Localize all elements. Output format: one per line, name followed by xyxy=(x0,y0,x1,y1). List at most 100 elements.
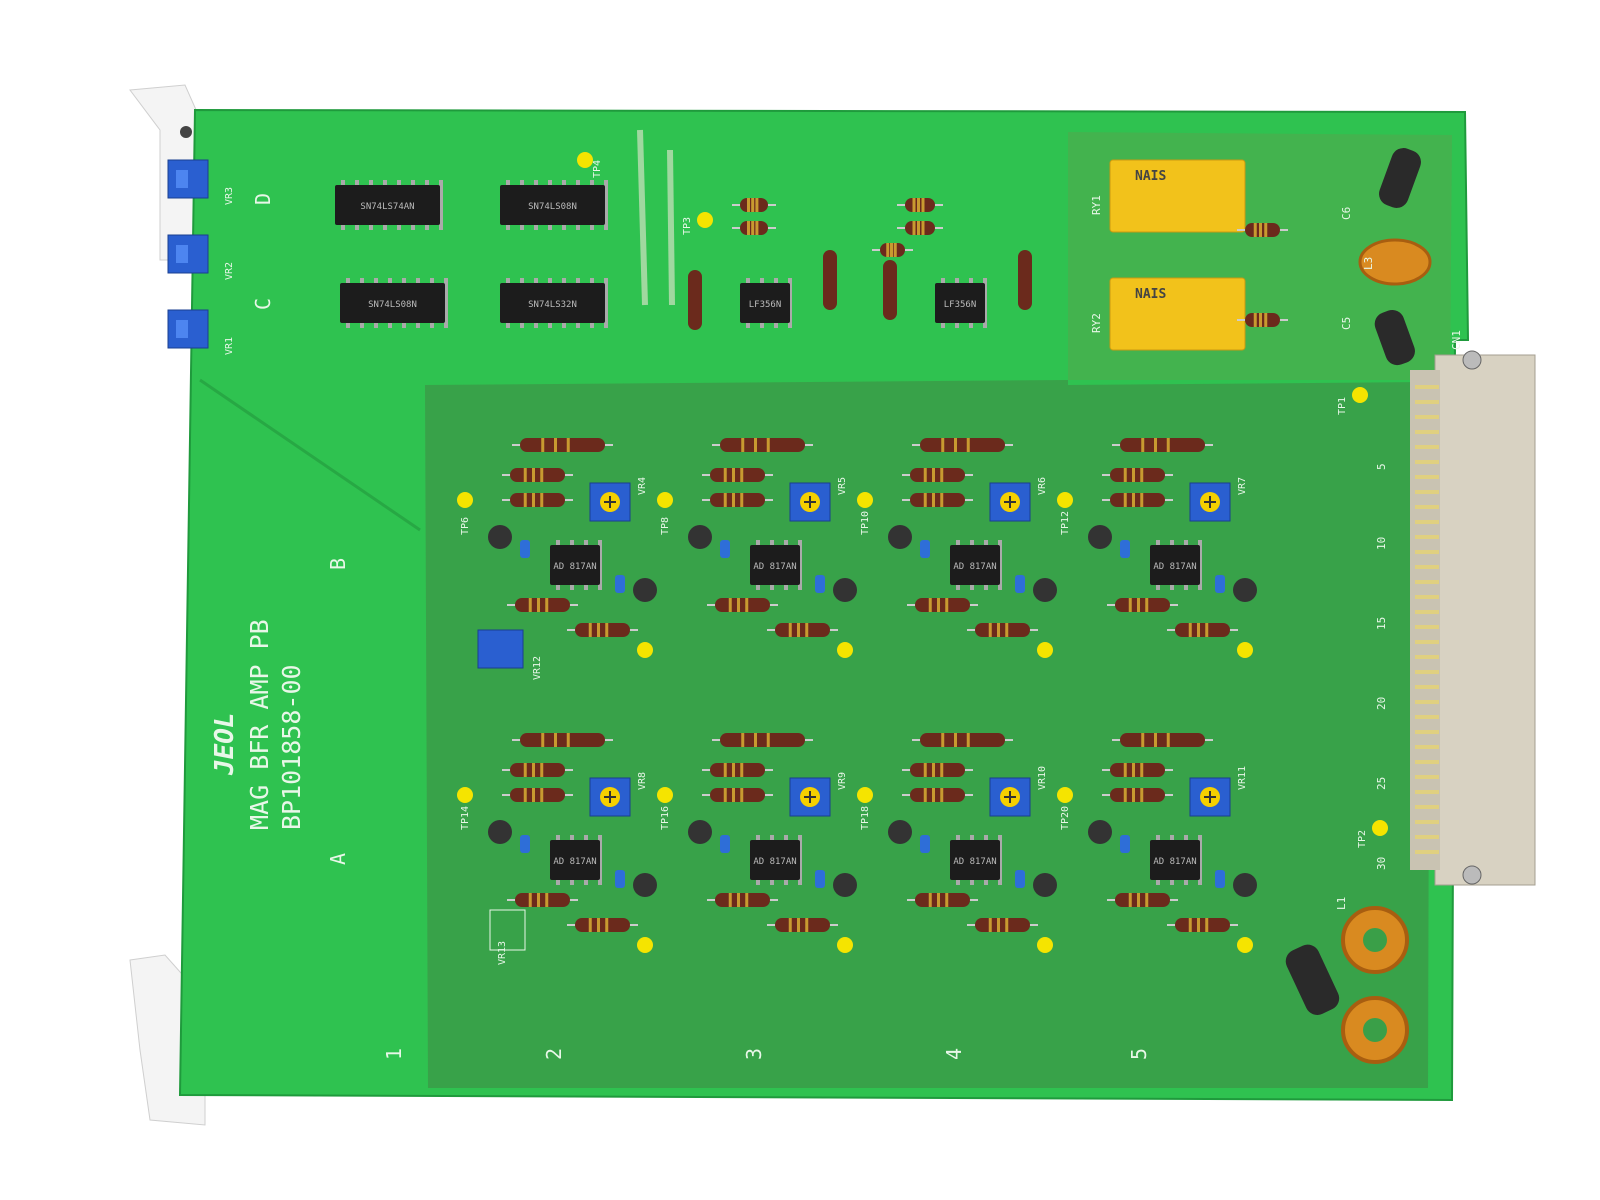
ic-marking: AD 817AN xyxy=(553,857,596,867)
connector-pin xyxy=(1415,820,1439,824)
silkscreen-label: A xyxy=(326,853,350,865)
test-point-tp1 xyxy=(1352,387,1368,403)
silkscreen-label: D xyxy=(251,193,275,205)
trimmer-vr1[interactable] xyxy=(167,309,209,349)
resistor-icon xyxy=(912,733,1013,747)
test-point xyxy=(857,492,873,508)
connector-pin xyxy=(1415,565,1439,569)
silkscreen-label: TP8 xyxy=(660,517,671,535)
trimmer-vr11[interactable] xyxy=(1189,777,1231,817)
ic-chip: AD 817AN xyxy=(1150,835,1202,885)
ic-chip: AD 817AN xyxy=(750,835,802,885)
trimmer-vr2[interactable] xyxy=(167,234,209,274)
silkscreen-label: 30 xyxy=(1375,857,1388,870)
connector-pin xyxy=(1415,715,1439,719)
resistor-icon xyxy=(567,918,638,932)
electrolytic-capacitor-icon xyxy=(1033,873,1057,897)
silkscreen-label: TP18 xyxy=(860,806,871,830)
test-point xyxy=(657,787,673,803)
connector-pin xyxy=(1415,490,1439,494)
ic-marking: LF356N xyxy=(944,300,977,310)
silkscreen-label: 4 xyxy=(942,1048,966,1060)
ic-chip: SN74LS74AN xyxy=(335,180,443,230)
ic-marking: AD 817AN xyxy=(1153,857,1196,867)
ic-marking: AD 817AN xyxy=(753,562,796,572)
relay-brand: NAIS xyxy=(1135,169,1166,184)
resistor-icon xyxy=(1018,250,1032,310)
resistor-icon xyxy=(1102,788,1173,802)
ceramic-capacitor-icon xyxy=(1215,870,1225,888)
ic-marking: SN74LS08N xyxy=(368,300,417,310)
connector-pin xyxy=(1415,415,1439,419)
trimmer-vr6[interactable] xyxy=(989,482,1031,522)
relay-ry2: NAIS xyxy=(1109,277,1246,351)
resistor-icon xyxy=(707,893,778,907)
silkscreen-label: VR2 xyxy=(224,262,235,280)
resistor-icon xyxy=(1112,438,1213,452)
trimmer-vr10[interactable] xyxy=(989,777,1031,817)
ic-chip: LF356N xyxy=(935,278,987,328)
resistor-icon xyxy=(1237,223,1288,237)
silkscreen-label: VR6 xyxy=(1037,477,1048,495)
resistor-icon xyxy=(707,598,778,612)
electrolytic-capacitor-icon xyxy=(888,525,912,549)
silkscreen-label: VR3 xyxy=(224,187,235,205)
silkscreen-label: B xyxy=(326,558,350,570)
trimmer-vr3[interactable] xyxy=(167,159,209,199)
silkscreen-label: TP20 xyxy=(1060,806,1071,830)
silkscreen-label: TP2 xyxy=(1357,830,1368,848)
connector-pin xyxy=(1415,460,1439,464)
resistor-icon xyxy=(902,468,973,482)
test-point xyxy=(657,492,673,508)
pcb-trace xyxy=(637,129,648,306)
resistor-icon xyxy=(732,221,776,235)
resistor-icon xyxy=(512,733,613,747)
connector-pin xyxy=(1415,730,1439,734)
electrolytic-capacitor-icon xyxy=(1088,820,1112,844)
ceramic-capacitor-icon xyxy=(1215,575,1225,593)
connector-pin xyxy=(1415,430,1439,434)
silkscreen-label: 10 xyxy=(1375,537,1388,550)
silkscreen-label: TP1 xyxy=(1337,397,1348,415)
trimmer-vr5[interactable] xyxy=(789,482,831,522)
test-point xyxy=(1037,937,1053,953)
toroid-inductor-icon xyxy=(1341,996,1409,1064)
resistor-icon xyxy=(1102,763,1173,777)
silkscreen-label: C6 xyxy=(1340,207,1353,220)
pcb-trace xyxy=(667,149,675,306)
resistor-icon xyxy=(1102,493,1173,507)
silkscreen-label: 1 xyxy=(382,1048,406,1060)
silkscreen-label: 25 xyxy=(1375,777,1388,790)
trimmer-vr9[interactable] xyxy=(789,777,831,817)
connector-pin xyxy=(1415,835,1439,839)
silkscreen-label: L3 xyxy=(1362,257,1375,270)
ic-chip: AD 817AN xyxy=(950,540,1002,590)
electrolytic-capacitor-icon xyxy=(888,820,912,844)
test-point-tp2 xyxy=(1372,820,1388,836)
silkscreen-label: VR12 xyxy=(532,656,543,680)
trimmer-vr12[interactable] xyxy=(477,629,524,669)
electrolytic-capacitor-icon xyxy=(1374,309,1415,366)
resistor-icon xyxy=(1107,598,1178,612)
resistor-icon xyxy=(907,598,978,612)
resistor-icon xyxy=(1112,733,1213,747)
silkscreen-label: VR1 xyxy=(224,337,235,355)
trimmer-vr4[interactable] xyxy=(589,482,631,522)
connector-pin xyxy=(1415,670,1439,674)
ic-chip: AD 817AN xyxy=(950,835,1002,885)
resistor-icon xyxy=(702,788,773,802)
resistor-icon xyxy=(897,198,943,212)
trimmer-vr8[interactable] xyxy=(589,777,631,817)
resistor-icon xyxy=(907,893,978,907)
connector-pin xyxy=(1415,520,1439,524)
ic-marking: SN74LS32N xyxy=(528,300,577,310)
resistor-icon xyxy=(902,788,973,802)
trimmer-vr7[interactable] xyxy=(1189,482,1231,522)
resistor-icon xyxy=(702,468,773,482)
silkscreen-label: TP14 xyxy=(460,806,471,830)
ceramic-capacitor-icon xyxy=(720,540,730,558)
